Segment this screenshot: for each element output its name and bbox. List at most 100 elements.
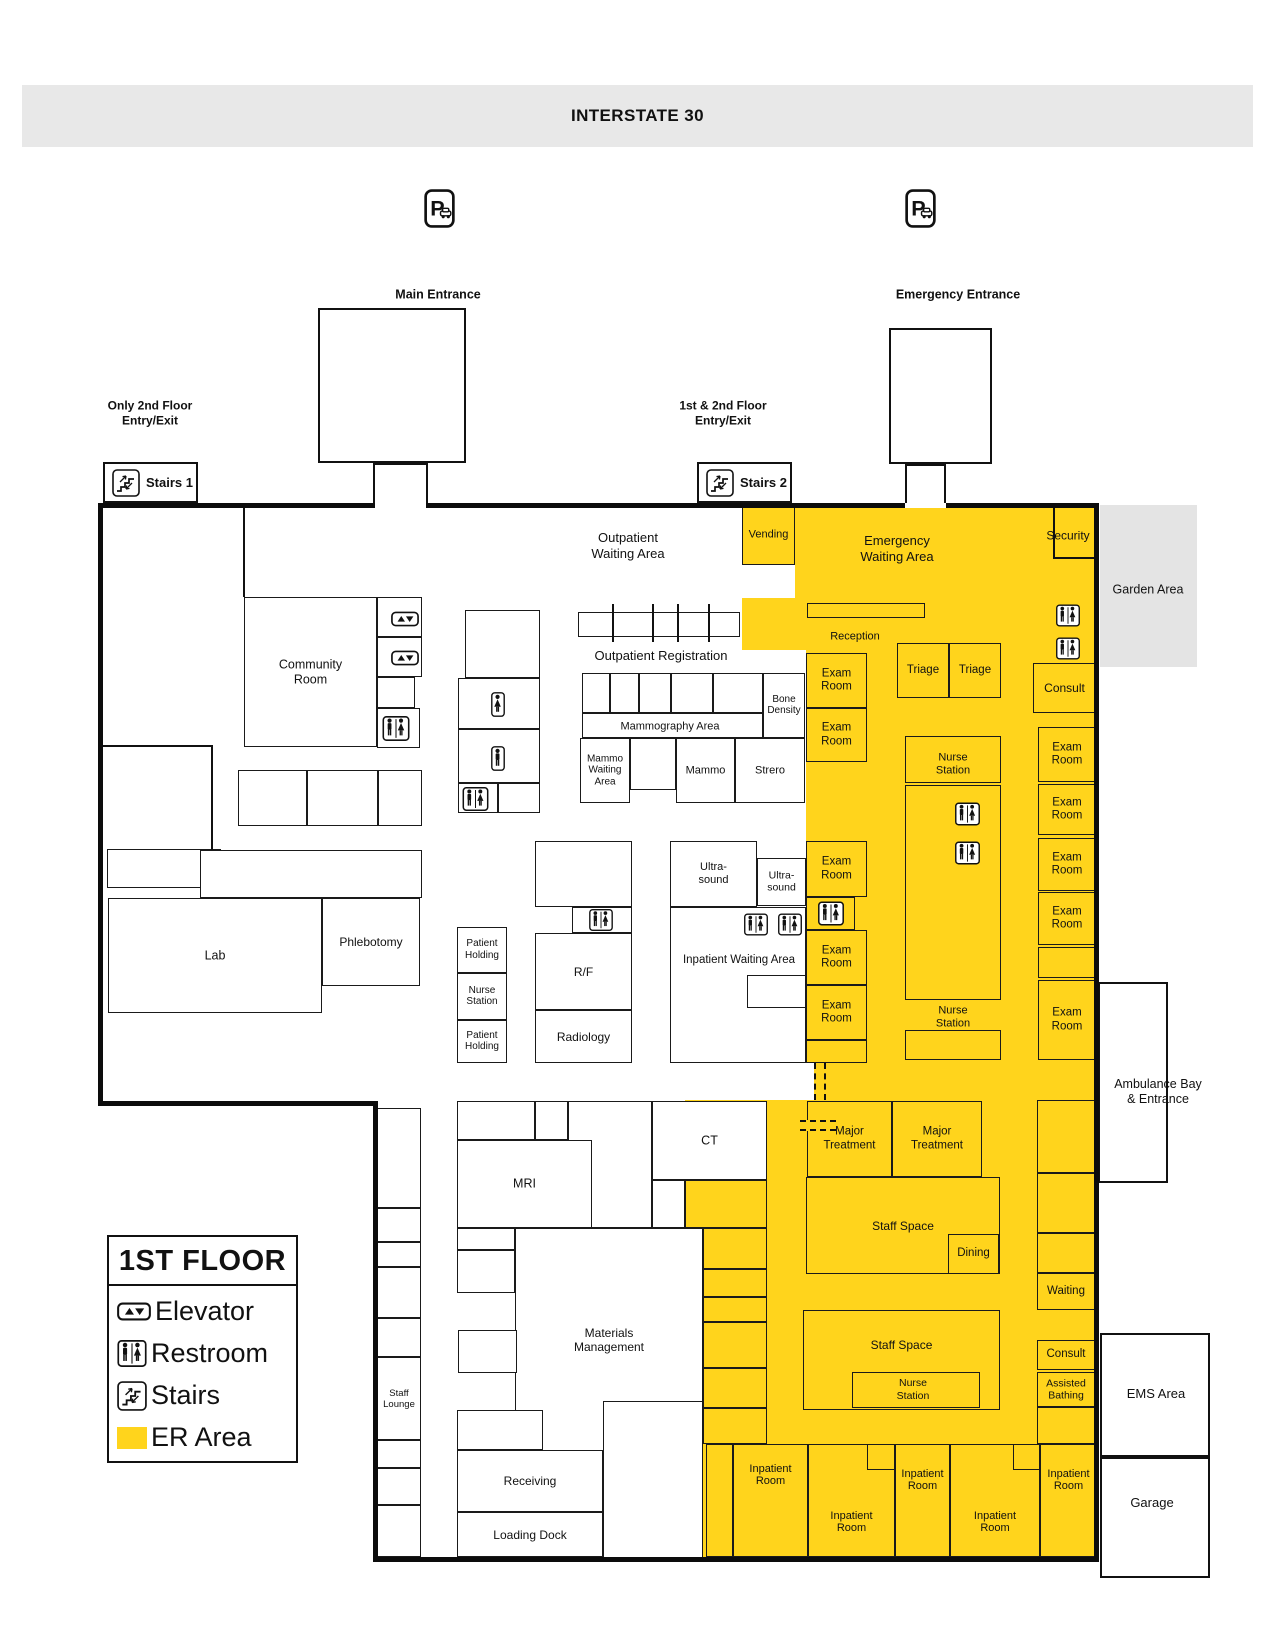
room-label: Receiving: [503, 1473, 557, 1488]
garden-area: [1100, 505, 1197, 667]
outpatient-registration-label: Outpatient Registration: [594, 648, 728, 664]
room-label: Staff Space: [870, 1337, 933, 1352]
legend-item-stairs: Stairs: [117, 1380, 286, 1411]
room-label: Triage: [958, 663, 992, 676]
west-col-room-4: [377, 1267, 421, 1318]
legend-item-elevator: Elevator: [117, 1296, 286, 1327]
mri-block-room-a: [457, 1101, 535, 1140]
room-label: Radiology: [556, 1029, 611, 1044]
dining: Dining: [948, 1234, 999, 1274]
emergency-entrance-canopy: [889, 328, 992, 464]
west-col-room-1: [377, 1108, 421, 1208]
emergency-entrance-label: Emergency Entrance: [895, 287, 1021, 302]
er-connector-horizontal: [800, 1120, 836, 1131]
mammography-area-label: Mammography Area: [620, 720, 720, 733]
waiting: Waiting: [1037, 1273, 1095, 1310]
mammo-room: Mammo: [676, 738, 735, 803]
room-label: Nurse Station: [466, 984, 498, 1008]
room-label: Exam Room: [1051, 740, 1083, 767]
room-label: Lab: [204, 948, 226, 963]
room-label: Loading Dock: [493, 1527, 567, 1542]
mm-room-c: [458, 1330, 517, 1373]
er-connector-vertical: [814, 1063, 826, 1100]
triage-2: Triage: [949, 643, 1001, 698]
room-label: Patient Holding: [465, 938, 499, 961]
inpatient-strip: [706, 1444, 733, 1557]
exam-room-e3: Exam Room: [1038, 838, 1096, 891]
elevator-icon: [391, 650, 419, 666]
wall-left-lower: [373, 1101, 378, 1562]
restroom-icon: [381, 716, 411, 741]
ultrasound-2: Ultra- sound: [757, 858, 806, 906]
desk-tick-1: [612, 604, 614, 642]
west-col-room-5: [377, 1318, 421, 1357]
er-reception-label: Reception: [830, 630, 880, 643]
south-white-room: [603, 1401, 703, 1560]
restroom-icon: [588, 909, 614, 931]
room-label: Consult: [1044, 680, 1085, 695]
exam-room-c: Exam Room: [806, 841, 867, 897]
garage-box: [1100, 1457, 1210, 1578]
room-label: Inpatient Room: [901, 1467, 944, 1493]
restroom-icon: [955, 840, 980, 866]
security-wall-v: [1053, 505, 1055, 559]
room-label: Triage: [906, 663, 940, 676]
stairs-label: Stairs 2: [740, 475, 787, 490]
mm-room-a: [457, 1228, 515, 1250]
community-room: Community Room: [244, 597, 377, 747]
wall-bottom: [373, 1557, 1099, 1562]
ems-area-box: [1100, 1333, 1210, 1457]
er-core-block: [905, 785, 1001, 1000]
elevator-icon: [117, 1302, 151, 1321]
outpatient-waiting-label: Outpatient Waiting Area: [591, 530, 665, 561]
stairs-2-caption: 1st & 2nd Floor Entry/Exit: [679, 398, 767, 427]
room-label: Patient Holding: [465, 1029, 499, 1053]
west-col-room-6: [377, 1440, 421, 1468]
er-anteroom: [806, 1040, 867, 1063]
main-entrance-gap: [375, 503, 426, 508]
room-label: Inpatient Room: [973, 1509, 1017, 1535]
legend-item-label: Elevator: [155, 1296, 255, 1326]
er-zone-reception: [742, 598, 807, 650]
stairs-label: Stairs 1: [146, 475, 193, 490]
room-label: Community Room: [278, 657, 343, 686]
legend-item-label: ER Area: [151, 1422, 252, 1452]
room-label: Mammo: [685, 764, 726, 777]
ems-area-label: EMS Area: [1126, 1386, 1186, 1402]
er-reception-desk: [807, 603, 925, 618]
er-corridor-cell-1: [703, 1228, 767, 1269]
er-east-room-4: [1037, 1407, 1097, 1444]
consult-upper: Consult: [1033, 663, 1096, 713]
room-label: CT: [701, 1133, 718, 1148]
er-corridor-cell-6: [703, 1408, 767, 1444]
stairs-2: Stairs 2: [697, 462, 792, 503]
er-zone-corridor: [823, 1063, 1097, 1100]
wc2-icon: [117, 1340, 147, 1367]
desk-tick-2: [652, 604, 654, 642]
exam-room-e5: Exam Room: [1038, 980, 1096, 1060]
room-label: Phlebotomy: [339, 934, 403, 949]
nurse-station-2-desk: [905, 1030, 1001, 1060]
restroom-icon: [818, 901, 844, 926]
vending: Vending: [742, 505, 795, 565]
consult-lower: Consult: [1037, 1340, 1095, 1370]
legend-item-label: Stairs: [151, 1380, 221, 1410]
room-label: Ultra- sound: [767, 869, 796, 894]
mri: MRI: [457, 1140, 592, 1228]
room-label: Consult: [1046, 1348, 1086, 1361]
corridor-room-2: [200, 850, 422, 898]
restroom-icon: [1056, 636, 1080, 661]
security-label: Security: [1046, 528, 1090, 543]
er-east-room-3: [1037, 1233, 1097, 1273]
assisted-bathing: Assisted Bathing: [1037, 1372, 1095, 1407]
bone-density: Bone Density: [763, 673, 805, 738]
room-label: Waiting: [1047, 1284, 1085, 1297]
elevator-icon: [391, 611, 419, 627]
er-corridor-cell-3: [703, 1297, 767, 1322]
major-treatment-2: Major Treatment: [892, 1101, 982, 1177]
staff-lounge: Staff Lounge: [377, 1357, 421, 1440]
strero-room: Strero: [735, 738, 805, 803]
restroom-icon: [462, 787, 489, 811]
main-entrance-label: Main Entrance: [395, 287, 481, 302]
er-east-anteroom: [1038, 947, 1096, 978]
